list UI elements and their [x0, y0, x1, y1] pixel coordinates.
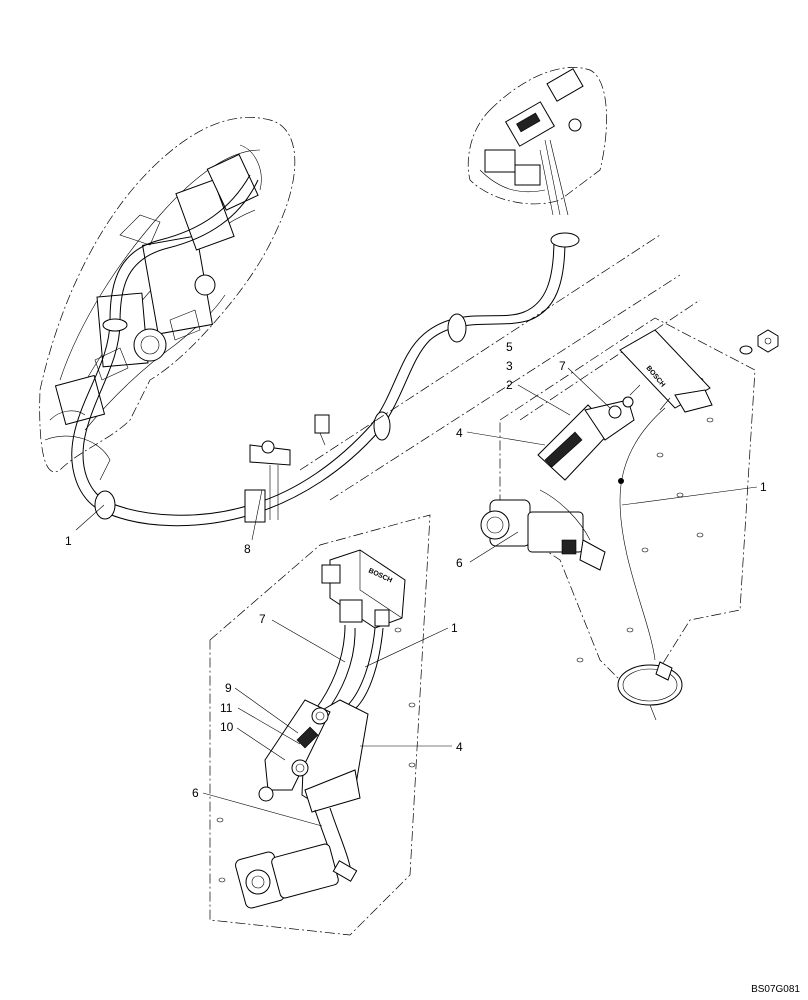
callout-top-right-6: 6: [456, 556, 463, 570]
engine-frame: [39, 117, 296, 481]
callout-detail-11: 11: [220, 701, 233, 715]
callout-detail-1: 1: [451, 621, 458, 635]
callout-top-right-5: 5: [506, 340, 513, 354]
upper-control-assembly: [467, 67, 607, 216]
bracket-clip-8: [244, 414, 330, 523]
callout-detail-9: 9: [225, 681, 232, 695]
callout-detail-4: 4: [456, 740, 463, 754]
callout-labels: 1 8 5 3 2 7 4 1 6 7 1 9 11 10 4 6: [65, 340, 767, 800]
callout-top-right-4: 4: [456, 426, 463, 440]
callout-top-right-2: 2: [506, 378, 513, 392]
right-mounting-panel: BOSCH: [480, 317, 779, 721]
callout-top-right-3: 3: [506, 359, 513, 373]
callout-top-left-1: 1: [65, 534, 72, 548]
callout-top-left-8: 8: [244, 542, 251, 556]
callout-top-right-7: 7: [559, 359, 566, 373]
lower-detail-panel: BOSCH: [209, 514, 431, 936]
drawing-code: BS07G081: [751, 984, 800, 995]
callout-detail-10: 10: [220, 720, 234, 734]
callout-detail-6: 6: [192, 786, 199, 800]
callout-top-right-1: 1: [760, 480, 767, 494]
leader-lines: [75, 367, 758, 827]
callout-detail-7: 7: [259, 612, 266, 626]
wire-harness: [71, 174, 701, 527]
